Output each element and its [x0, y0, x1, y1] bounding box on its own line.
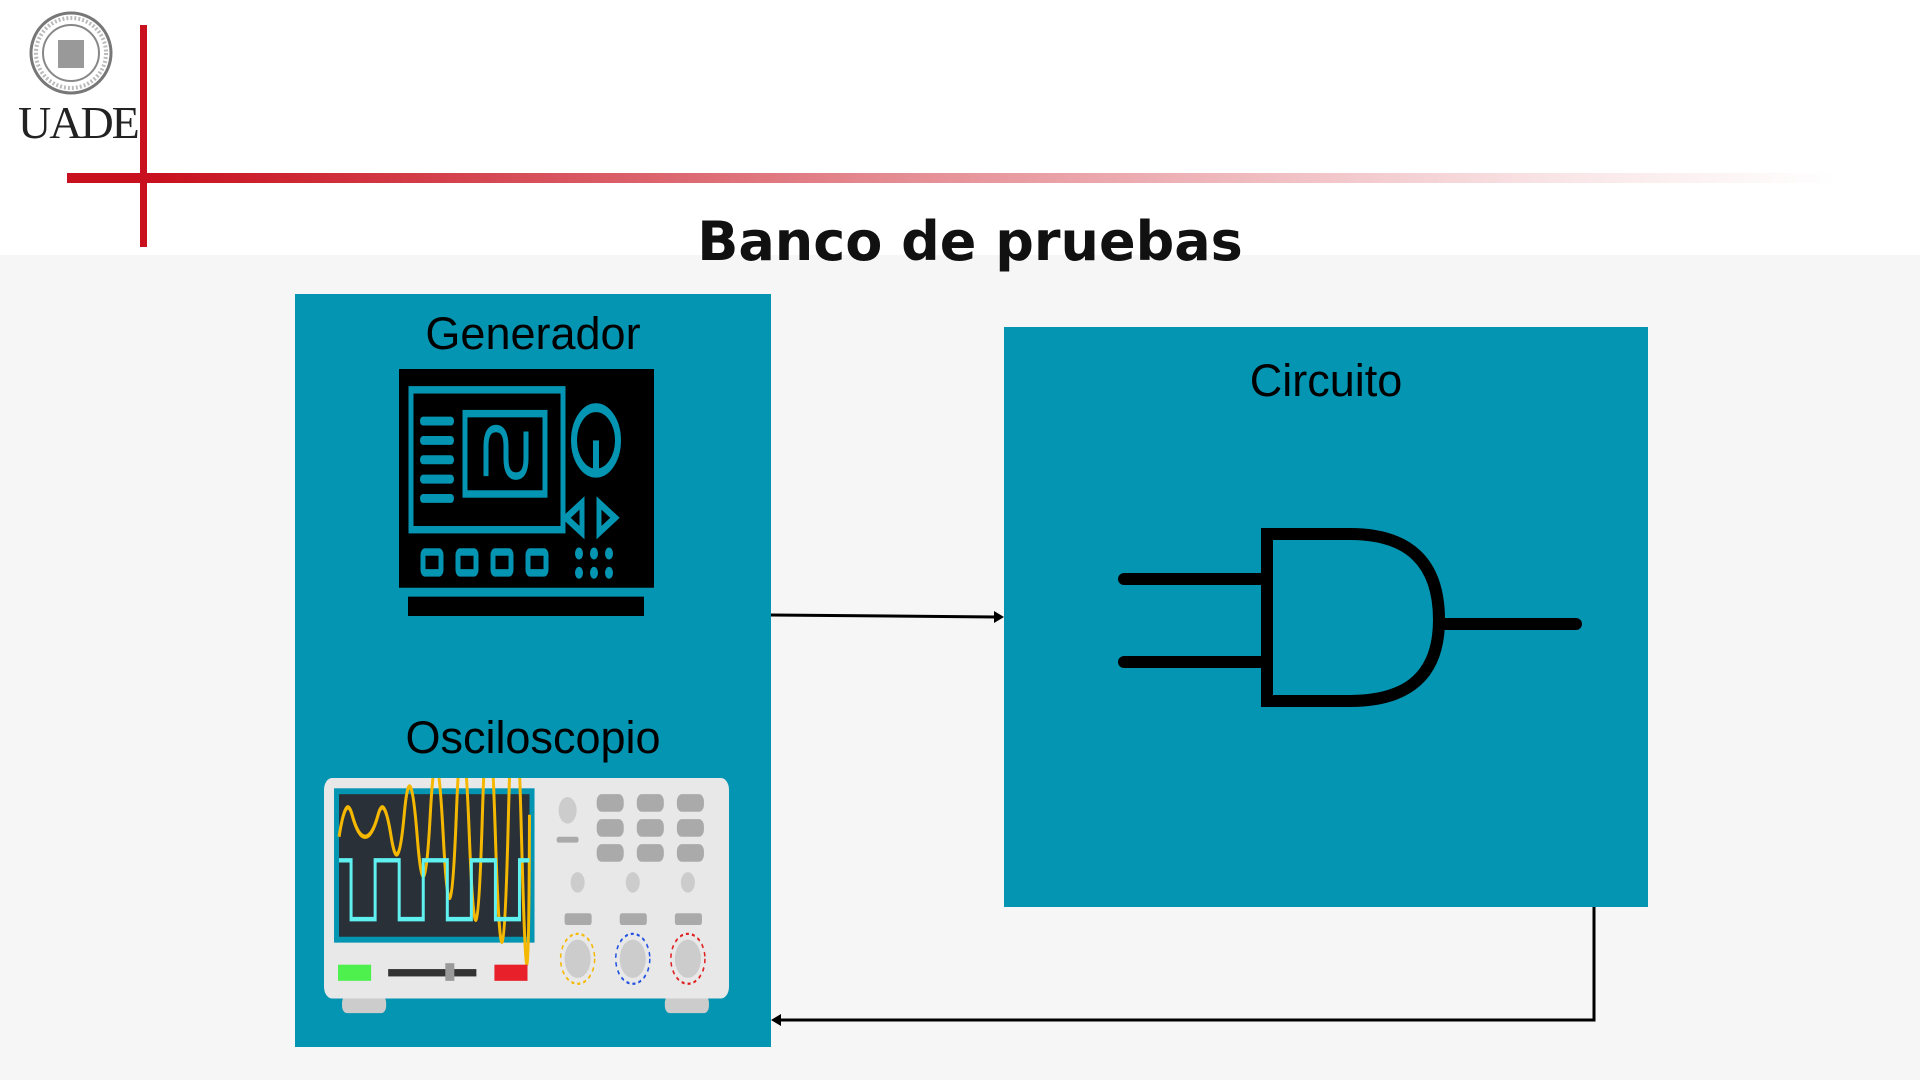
oscilloscope-label: Osciloscopio	[405, 712, 661, 763]
and-gate-icon	[1110, 520, 1590, 710]
signal-generator-icon	[399, 369, 655, 616]
generator-to-circuit-arrow	[770, 611, 1004, 623]
circuit-block: Circuito	[1004, 327, 1648, 907]
uade-logo-text: UADE	[18, 97, 140, 148]
red-vertical-rule	[140, 25, 147, 247]
red-horizontal-rule	[67, 173, 1837, 183]
generator-label: Generador	[425, 308, 641, 359]
circuit-label: Circuito	[1249, 355, 1403, 406]
circuit-to-oscilloscope-arrow	[771, 907, 1596, 1026]
university-seal-icon	[28, 10, 114, 96]
page-title: Banco de pruebas	[697, 210, 1243, 273]
